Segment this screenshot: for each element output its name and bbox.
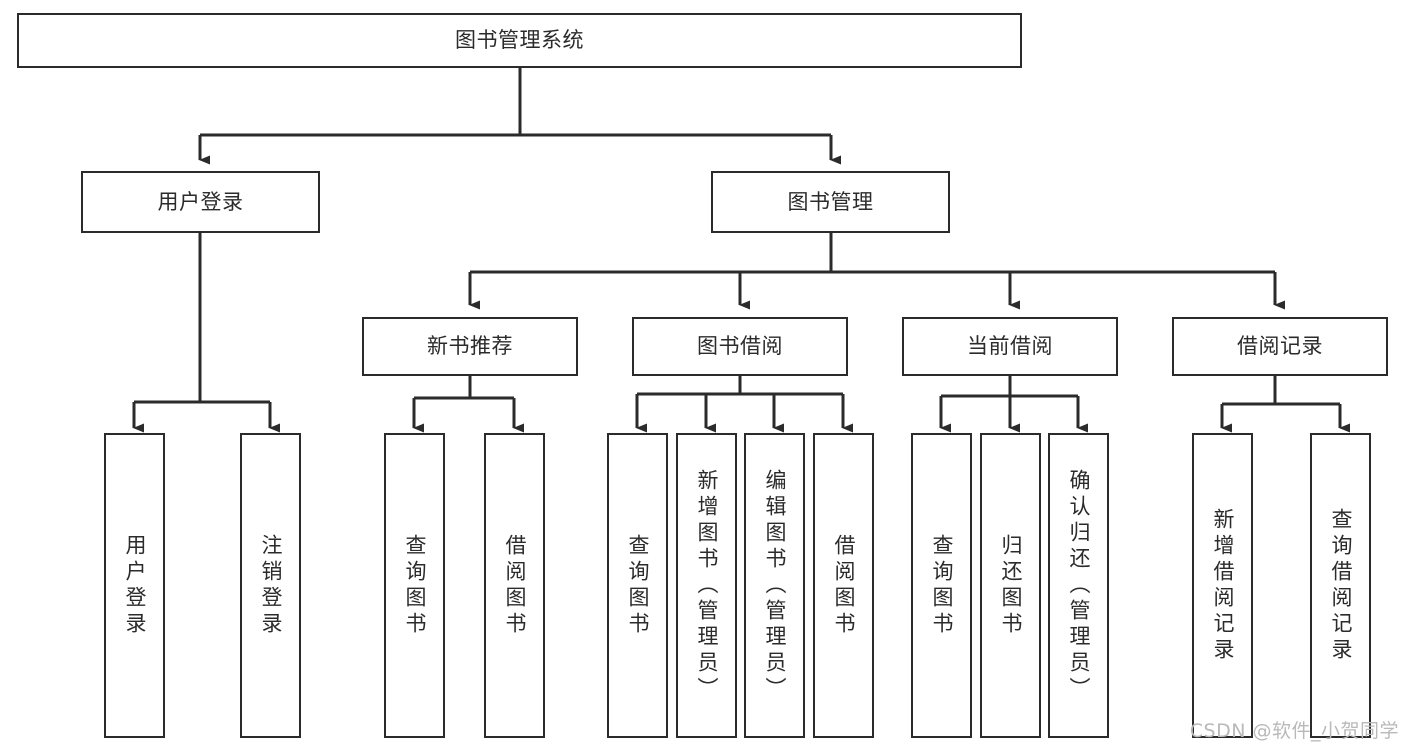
node-leaf-logout-label: 注销登录 xyxy=(259,533,283,638)
node-borrow-records[interactable]: 借阅记录 xyxy=(1172,317,1388,376)
node-leaf-query-book-3-label: 查询图书 xyxy=(930,533,954,638)
node-new-book-recommend-label: 新书推荐 xyxy=(427,334,513,359)
node-leaf-confirm-return-admin[interactable]: 确认归还（管理员） xyxy=(1048,433,1109,738)
node-root-label: 图书管理系统 xyxy=(455,28,584,53)
node-book-management[interactable]: 图书管理 xyxy=(711,171,950,233)
node-new-book-recommend[interactable]: 新书推荐 xyxy=(362,317,578,376)
csdn-watermark: CSDN @软件_小贺同学 xyxy=(1189,720,1399,742)
node-leaf-add-book-admin-label: 新增图书（管理员） xyxy=(695,468,719,703)
node-book-borrow[interactable]: 图书借阅 xyxy=(632,317,848,376)
node-leaf-query-book-1[interactable]: 查询图书 xyxy=(384,433,445,738)
node-leaf-logout[interactable]: 注销登录 xyxy=(240,433,301,738)
node-current-borrow[interactable]: 当前借阅 xyxy=(902,317,1118,376)
node-leaf-edit-book-admin[interactable]: 编辑图书（管理员） xyxy=(744,433,805,738)
node-leaf-user-login-label: 用户登录 xyxy=(123,533,147,638)
node-leaf-add-book-admin[interactable]: 新增图书（管理员） xyxy=(676,433,737,738)
node-leaf-confirm-return-admin-label: 确认归还（管理员） xyxy=(1067,468,1091,703)
node-borrow-records-label: 借阅记录 xyxy=(1237,334,1323,359)
node-leaf-query-book-2[interactable]: 查询图书 xyxy=(607,433,668,738)
node-leaf-query-book-1-label: 查询图书 xyxy=(403,533,427,638)
node-user-login[interactable]: 用户登录 xyxy=(81,171,320,233)
node-leaf-query-book-3[interactable]: 查询图书 xyxy=(911,433,972,738)
node-leaf-add-borrow-record-label: 新增借阅记录 xyxy=(1211,507,1235,664)
node-leaf-return-book-label: 归还图书 xyxy=(999,533,1023,638)
node-current-borrow-label: 当前借阅 xyxy=(967,334,1053,359)
node-leaf-query-book-2-label: 查询图书 xyxy=(626,533,650,638)
node-user-login-label: 用户登录 xyxy=(157,189,244,214)
node-leaf-add-borrow-record[interactable]: 新增借阅记录 xyxy=(1192,433,1253,738)
node-leaf-query-borrow-record[interactable]: 查询借阅记录 xyxy=(1310,433,1371,738)
node-leaf-borrow-book-1-label: 借阅图书 xyxy=(503,533,527,638)
node-leaf-borrow-book-2-label: 借阅图书 xyxy=(832,533,856,638)
node-leaf-user-login[interactable]: 用户登录 xyxy=(104,433,165,738)
node-book-management-label: 图书管理 xyxy=(787,189,874,214)
node-leaf-edit-book-admin-label: 编辑图书（管理员） xyxy=(763,468,787,703)
node-book-borrow-label: 图书借阅 xyxy=(697,334,783,359)
node-leaf-return-book[interactable]: 归还图书 xyxy=(980,433,1041,738)
node-leaf-borrow-book-1[interactable]: 借阅图书 xyxy=(484,433,545,738)
node-leaf-query-borrow-record-label: 查询借阅记录 xyxy=(1329,507,1353,664)
node-root[interactable]: 图书管理系统 xyxy=(17,13,1022,68)
node-leaf-borrow-book-2[interactable]: 借阅图书 xyxy=(813,433,874,738)
